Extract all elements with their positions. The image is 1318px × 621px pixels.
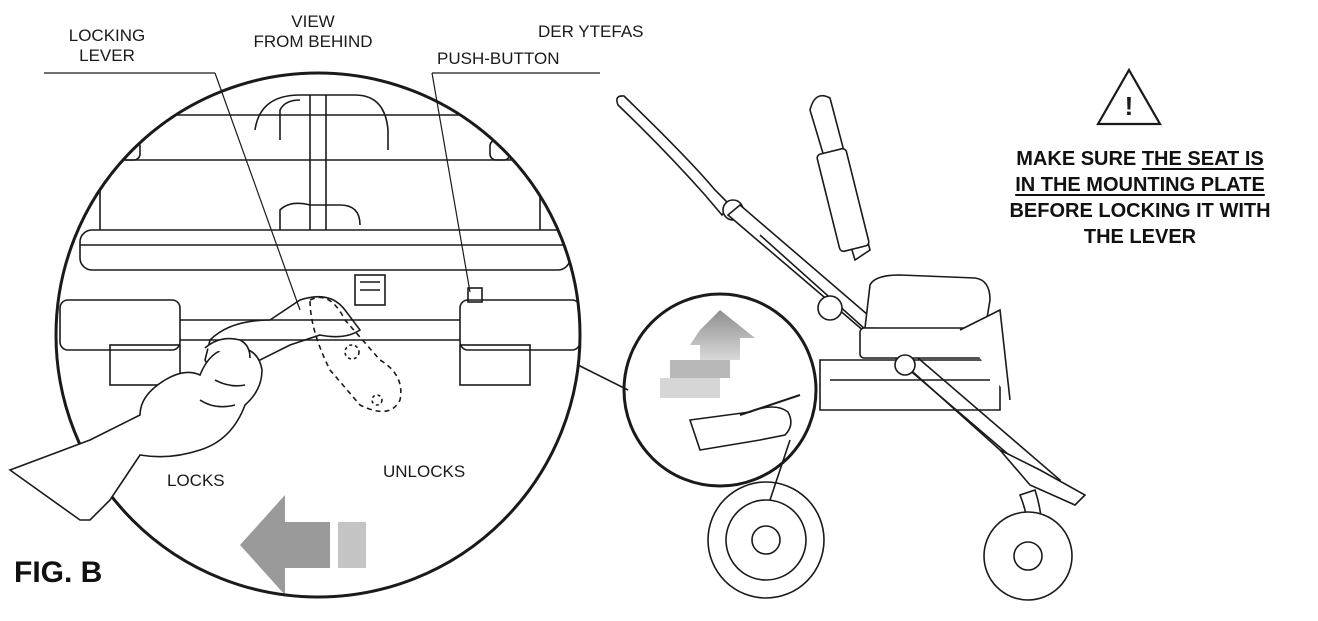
magnified-view — [54, 71, 582, 599]
figure-label: FIG. B — [14, 556, 103, 589]
leader-lines — [44, 72, 600, 311]
warning-part1: MAKE SURE — [1016, 148, 1142, 170]
hand-illustration — [8, 337, 263, 521]
label-push-button: PUSH-BUTTON — [437, 49, 560, 68]
label-locking-lever-line1: LOCKING — [68, 26, 146, 45]
warning-triangle-icon — [1096, 67, 1162, 126]
warning-line1: MAKE SURE THE SEAT IS — [960, 146, 1318, 172]
connector-line — [577, 364, 629, 391]
warning-part3: IN THE MOUNTING PLATE — [1015, 174, 1265, 196]
label-view-line1: VIEW — [291, 12, 335, 31]
label-locking-lever: LOCKING LEVER — [52, 26, 162, 66]
warning-text: MAKE SURE THE SEAT IS IN THE MOUNTING PL… — [960, 146, 1318, 250]
label-unlocks: UNLOCKS — [383, 462, 466, 481]
label-locking-lever-line2: LEVER — [79, 46, 135, 65]
label-view-from-behind: VIEW FROM BEHIND — [228, 12, 398, 52]
label-der-ytefas: DER YTEFAS — [538, 22, 644, 41]
warning-line2: IN THE MOUNTING PLATE — [960, 172, 1318, 198]
warning-exclamation: ! — [1124, 91, 1134, 121]
label-locks: LOCKS — [167, 471, 225, 490]
label-view-line2: FROM BEHIND — [253, 32, 373, 51]
small-detail-view — [622, 292, 818, 488]
warning-line4: THE LEVER — [1083, 226, 1197, 248]
warning-line3: BEFORE LOCKING IT WITH — [1009, 200, 1271, 222]
warning-part2: THE SEAT IS — [1141, 148, 1264, 170]
wheelchair-illustration — [616, 94, 1087, 601]
